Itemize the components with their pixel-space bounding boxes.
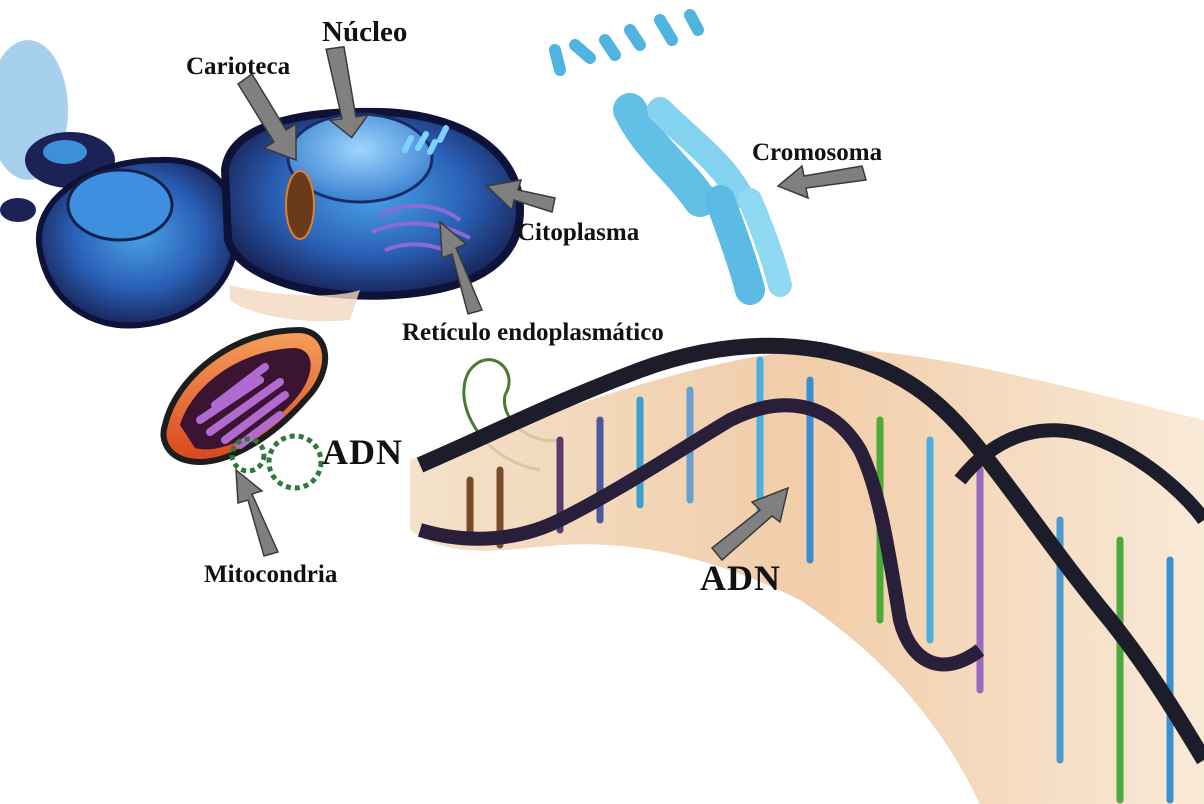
label-adn-mitocondria: ADN <box>322 434 403 470</box>
cell-cluster <box>0 40 520 326</box>
dna-helix <box>410 346 1204 804</box>
label-citoplasma: Citoplasma <box>517 220 639 245</box>
chromosome-top-strands <box>555 15 698 70</box>
cell-left-nucleus <box>68 170 172 240</box>
cell-organelle <box>286 171 314 239</box>
cell-small-left-nucleus <box>43 140 87 164</box>
mitochondrion <box>164 330 326 488</box>
mito-dna-ring <box>269 436 321 488</box>
label-reticulo-endoplasmatico: Retículo endoplasmático <box>402 320 664 345</box>
chromosome-group <box>555 15 780 290</box>
label-cromosoma: Cromosoma <box>752 140 882 165</box>
arrow-cromosoma <box>778 166 866 198</box>
label-carioteca: Carioteca <box>186 54 290 79</box>
arrow-mitocondria <box>236 470 278 556</box>
label-adn-helice: ADN <box>700 560 781 596</box>
label-mitocondria: Mitocondria <box>204 562 337 587</box>
cell-tiny-left <box>0 198 36 222</box>
label-nucleo: Núcleo <box>322 18 407 47</box>
